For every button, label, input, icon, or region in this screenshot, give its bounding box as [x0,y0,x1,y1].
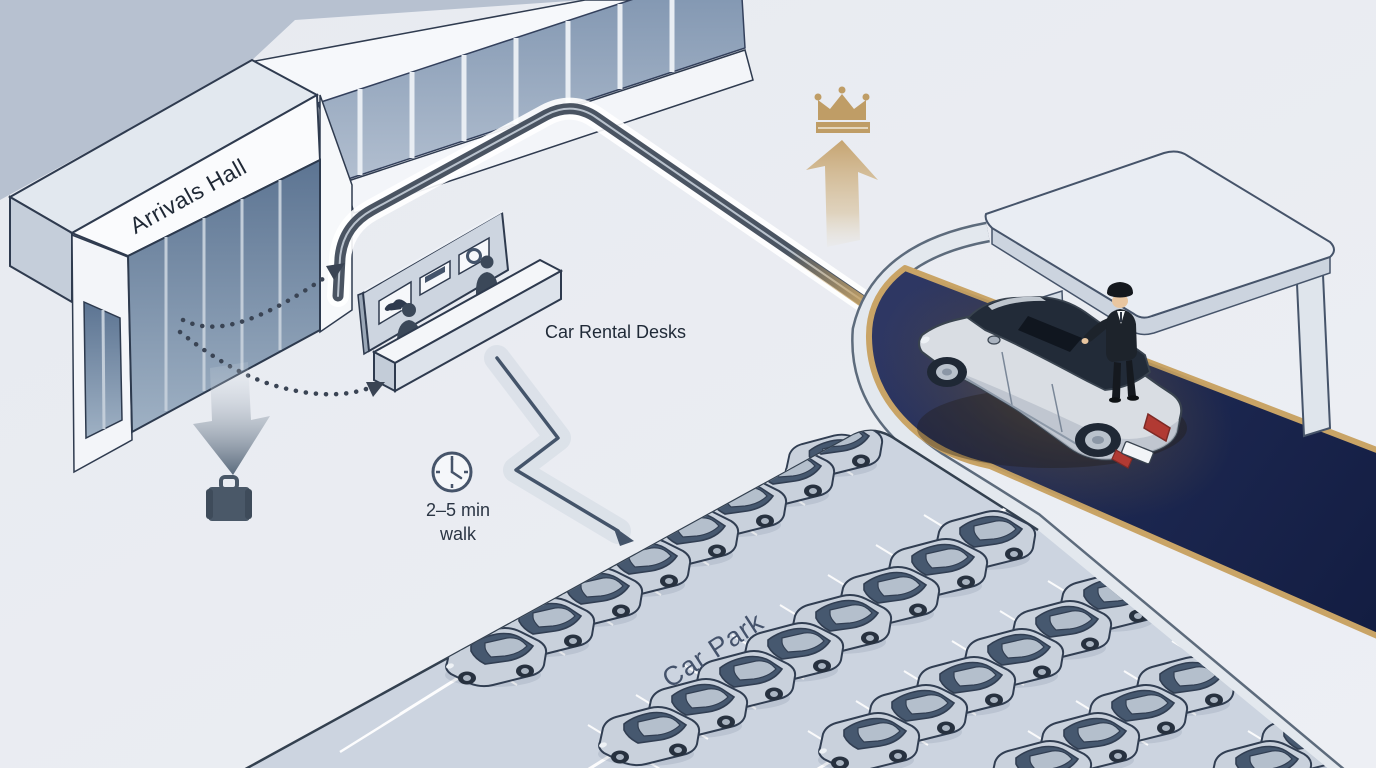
counter-left [373,350,396,393]
crown-icon [814,86,870,133]
dotted-arrowhead-lower [366,382,385,397]
pickup-canopy [984,150,1335,438]
walk-time-line2: walk [439,524,476,544]
sedan-plate [1121,440,1154,465]
door-mullions [164,180,282,411]
car-rental-desks-label: Car Rental Desks [544,321,687,342]
glass-mullions [357,0,675,175]
sedan-lower-shade [938,364,1179,460]
down-arrow-icon [193,362,270,475]
rail-route [327,97,877,314]
luggage-icon [206,475,252,521]
sedan-taillight [1143,412,1171,443]
chauffeur-figure [1081,282,1139,403]
left-window-mullion [101,309,106,430]
chauffeur-arm [1083,318,1108,343]
sedan-roof-rim [988,296,1046,310]
dotted-path-upper [180,271,333,329]
chauffeur-face [1112,294,1128,308]
sidewalk-curb [851,221,1345,768]
dotted-route-arrow [177,271,372,397]
dotted-arrowhead-upper [326,263,345,280]
arrivals-glass-doors [126,158,321,434]
sedan-taillight-left [1111,449,1133,469]
walk-time-line1: 2–5 min [425,500,491,520]
clock-icon [431,451,473,493]
gold-up-arrow-icon [806,140,878,247]
walk-time-label: 2–5 min walk [393,496,523,548]
rental-desk-counter [357,210,564,393]
sedan-mirror [987,335,1001,345]
luxury-sedan [917,296,1187,469]
upper-left-apron [0,0,585,200]
sedan-headlight [920,336,930,344]
chauffeur-cap [1107,288,1133,298]
walk-route-arrow [484,345,634,546]
dotted-path-lower [177,329,372,397]
canopy-roof [984,150,1335,319]
sedan-sunroof [1018,316,1082,352]
